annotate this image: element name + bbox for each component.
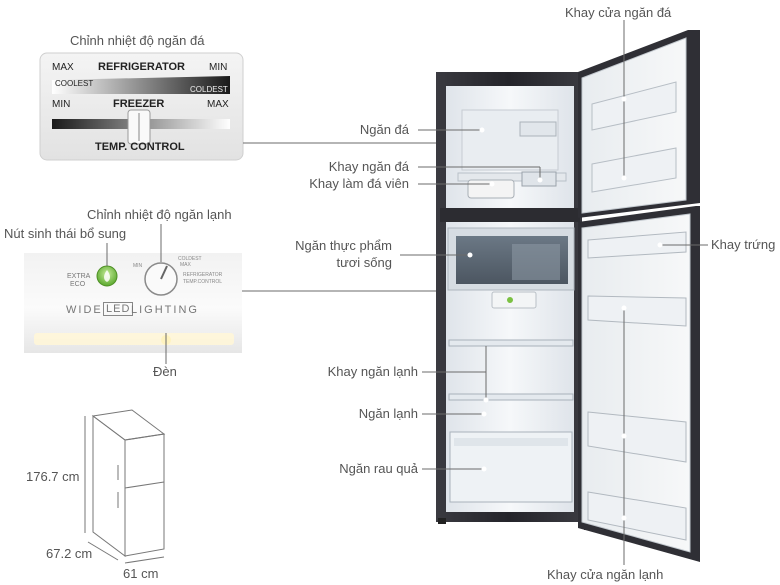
callout-fridge-shelf: Khay ngăn lạnh (327, 364, 418, 379)
fridge-shelf-1 (448, 339, 574, 347)
led-min: MIN (133, 263, 143, 269)
callout-freezer-temp: Chỉnh nhiệt độ ngăn đá (70, 33, 205, 48)
dimension-width: 61 cm (123, 566, 159, 581)
leader-lines (400, 20, 708, 565)
callout-freezer: Ngăn đá (359, 122, 409, 137)
freezer-door-tray-1 (591, 81, 677, 131)
dimension-height: 176.7 cm (26, 469, 80, 484)
led-led: LED (103, 302, 134, 316)
led-temp-control: TEMP.CONTROL (183, 279, 223, 285)
callout-fridge-temp: Chỉnh nhiệt độ ngăn lạnh (87, 207, 232, 222)
dimension-diagram (84, 409, 166, 564)
panel-freezer-label: FREEZER (113, 98, 165, 110)
fridge-door-tray-2 (587, 411, 687, 463)
dimension-depth: 67.2 cm (46, 546, 93, 561)
callout-egg-tray: Khay trứng (711, 237, 776, 252)
callout-freezer-door-tray: Khay cửa ngăn đá (565, 5, 672, 20)
callout-ice-maker: Khay làm đá viên (309, 176, 409, 191)
panel-min-left: MIN (52, 99, 71, 110)
led-extra: EXTRA (67, 273, 91, 280)
leader-dots (467, 127, 663, 521)
refrigerator-gradient-bar (52, 76, 230, 94)
panel-coolest: COOLEST (55, 79, 94, 88)
leaf-icon (104, 270, 110, 282)
led-refrigerator: REFRIGERATOR (183, 272, 223, 278)
panel-min-right: MIN (209, 62, 228, 73)
panel-max-right: MAX (207, 99, 229, 110)
led-lamp (34, 333, 234, 345)
fridge-door-tray-1 (587, 295, 687, 327)
panel-max-left: MAX (52, 62, 74, 73)
fridge-door[interactable] (578, 206, 700, 562)
callout-fridge-door-tray: Khay cửa ngăn lạnh (547, 567, 664, 582)
callout-fridge: Ngăn lạnh (358, 406, 418, 421)
refrigerator (436, 72, 592, 530)
panel-coldest: COLDEST (190, 85, 228, 94)
led-lighting: LIGHTING (131, 304, 199, 316)
callout-eco-button: Nút sinh thái bổ sung (4, 226, 127, 241)
led-max: MAX (180, 262, 191, 268)
panel-temp-control: TEMP. CONTROL (95, 141, 185, 153)
callout-lamp: Đèn (153, 364, 177, 379)
freezer-temp-control-panel (39, 52, 244, 161)
callout-fresh-food-line1: Ngăn thực phẩm (295, 238, 392, 253)
fridge-shelf-2 (448, 393, 574, 401)
led-eco: ECO (70, 281, 86, 288)
panel-refrigerator-label: REFRIGERATOR (98, 61, 185, 73)
freezer-door[interactable] (578, 30, 700, 218)
fridge-door-tray-3 (587, 491, 687, 541)
egg-tray (587, 231, 687, 259)
led-coldest: COLDEST (178, 256, 202, 262)
callout-vegetable-drawer: Ngăn rau quả (339, 461, 418, 476)
callout-ice-tray: Khay ngăn đá (328, 159, 409, 174)
callout-fresh-food-line2: tươi sống (336, 255, 392, 270)
led-wide: WIDE (66, 304, 103, 316)
freezer-door-tray-2 (591, 147, 677, 193)
